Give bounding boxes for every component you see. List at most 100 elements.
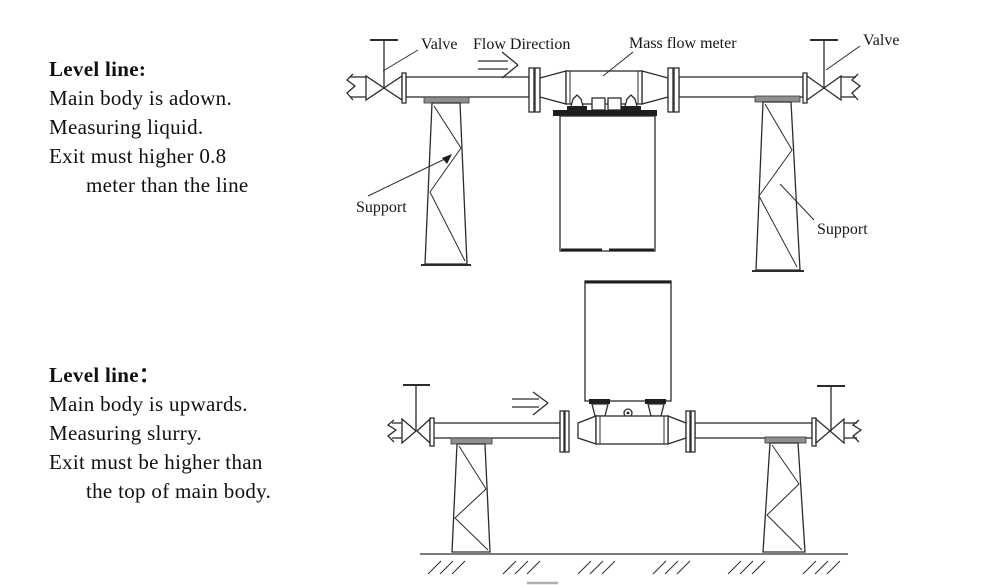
flow-arrow bbox=[512, 391, 549, 416]
reducer-left bbox=[539, 70, 567, 105]
flange-outlet bbox=[667, 67, 680, 113]
valve-body-icon bbox=[416, 417, 431, 445]
valve-right bbox=[802, 39, 862, 104]
flange-inlet bbox=[528, 67, 541, 113]
valve-body-icon bbox=[365, 74, 386, 102]
valve-left-label: Valve bbox=[421, 36, 457, 53]
flow-arrow-head bbox=[501, 51, 519, 66]
flow-arrow-head bbox=[532, 391, 549, 404]
mount-foot-pad bbox=[589, 399, 610, 404]
valve-body-icon bbox=[382, 74, 403, 102]
note-line: Measuring liquid. bbox=[49, 115, 204, 139]
ground-hatch-group bbox=[727, 560, 766, 575]
mount-foot bbox=[647, 403, 665, 417]
valve-body-icon bbox=[806, 74, 826, 102]
support-right-label: Support bbox=[817, 221, 868, 238]
valve-body-icon bbox=[829, 417, 845, 445]
mount-bracket bbox=[607, 97, 622, 111]
flange-disc bbox=[564, 410, 570, 453]
mount-foot bbox=[591, 403, 609, 417]
pipe-right bbox=[694, 422, 813, 439]
ground bbox=[420, 553, 848, 575]
reducer-right bbox=[641, 70, 669, 105]
support-left bbox=[450, 437, 493, 553]
break-squiggle bbox=[386, 419, 398, 443]
mount-bracket bbox=[591, 97, 606, 111]
valve-body-icon bbox=[401, 417, 417, 445]
flow-arrow-head bbox=[501, 64, 519, 79]
note-line: Measuring slurry. bbox=[49, 421, 203, 445]
support-bracing bbox=[429, 105, 466, 262]
mass-flow-meter-down bbox=[539, 70, 669, 252]
note-heading: Level line： bbox=[49, 363, 161, 387]
support-tower bbox=[755, 101, 801, 271]
main-body-lid bbox=[553, 110, 657, 116]
break-squiggle bbox=[346, 73, 357, 101]
valve-left bbox=[365, 39, 407, 104]
leader-line bbox=[779, 183, 815, 221]
flange-disc bbox=[528, 67, 535, 113]
flange-disc bbox=[559, 410, 565, 453]
valve-right bbox=[811, 385, 863, 447]
ground-hatch-group bbox=[652, 560, 691, 575]
note-level-line-up: Level line： Main body is upwards. Measur… bbox=[49, 361, 271, 506]
leader-arrowhead bbox=[442, 154, 452, 164]
support-plate bbox=[754, 95, 801, 103]
mass-flow-meter-up bbox=[577, 280, 687, 445]
valve-left bbox=[386, 384, 435, 447]
valve-body-icon bbox=[822, 74, 842, 102]
valve-right-label: Valve bbox=[863, 32, 899, 49]
valve-flange bbox=[401, 72, 407, 104]
mount-foot-pad bbox=[645, 399, 666, 404]
support-tower bbox=[451, 443, 491, 553]
note-line: the top of main body. bbox=[86, 479, 272, 503]
diagram-main-body-down: Valve Flow Direction Mass flow meter Val… bbox=[346, 32, 899, 272]
ground-hatch-group bbox=[427, 560, 466, 575]
ground-hatch-group bbox=[502, 560, 541, 575]
pipe-left bbox=[432, 422, 561, 439]
leader-line bbox=[825, 45, 861, 71]
break-squiggle bbox=[851, 419, 863, 443]
support-right bbox=[762, 436, 807, 553]
note-line: meter than the line bbox=[86, 173, 249, 197]
flange-disc bbox=[685, 410, 691, 453]
flow-arrow bbox=[478, 51, 519, 79]
flange-disc bbox=[667, 67, 674, 113]
flange-disc bbox=[673, 67, 680, 113]
support-right bbox=[752, 95, 804, 272]
flow-direction-label: Flow Direction bbox=[473, 36, 570, 53]
pipe-left bbox=[405, 76, 530, 98]
leader-line bbox=[602, 51, 634, 77]
mount-foot-pad bbox=[567, 106, 587, 111]
support-bracing bbox=[766, 444, 803, 551]
main-body-box bbox=[559, 115, 656, 252]
reducer-right bbox=[667, 415, 687, 445]
flange-disc bbox=[690, 410, 696, 453]
flange-outlet bbox=[685, 410, 696, 453]
break-squiggle bbox=[851, 73, 862, 101]
flow-arrow-head bbox=[532, 402, 549, 416]
meter-body bbox=[595, 415, 669, 445]
leader-line bbox=[367, 156, 450, 197]
note-line: Exit must higher 0.8 bbox=[49, 144, 227, 168]
flange-inlet bbox=[559, 410, 570, 453]
support-plate bbox=[764, 436, 807, 444]
support-tower bbox=[424, 102, 468, 265]
mount-foot-pad bbox=[621, 106, 641, 111]
valve-flange bbox=[429, 417, 435, 447]
note-line: Exit must be higher than bbox=[49, 450, 263, 474]
pipe-break-left bbox=[346, 73, 366, 101]
reducer-left bbox=[577, 415, 597, 445]
valve-body-icon bbox=[815, 417, 831, 445]
support-plate bbox=[423, 96, 470, 104]
pipe-right bbox=[678, 76, 804, 98]
support-plate bbox=[450, 437, 493, 445]
diagram-main-body-up bbox=[386, 280, 863, 585]
drain-plug-dot bbox=[626, 411, 630, 415]
support-bracing bbox=[454, 445, 489, 551]
note-level-line-down: Level line: Main body is adown. Measurin… bbox=[49, 55, 249, 200]
support-tower bbox=[762, 442, 806, 553]
main-body-box bbox=[584, 280, 672, 402]
